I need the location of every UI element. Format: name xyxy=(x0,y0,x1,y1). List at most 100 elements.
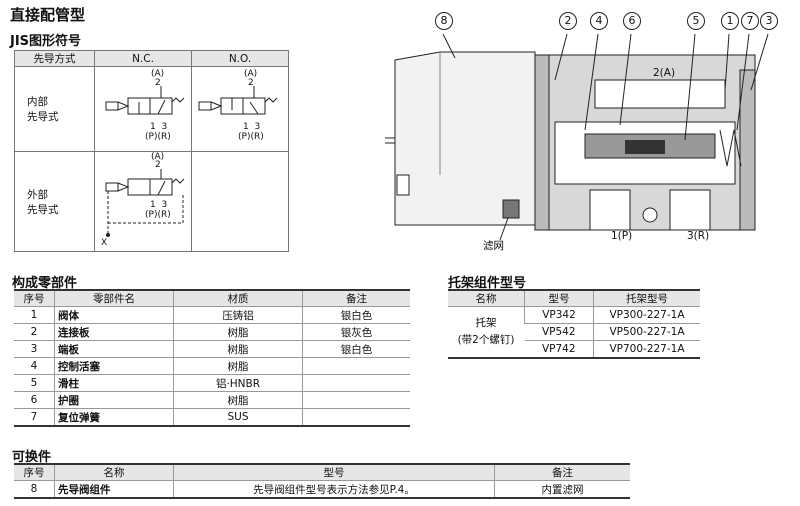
jis-header-no: N.O. xyxy=(191,50,289,67)
no-valve-symbol xyxy=(198,85,278,114)
ext-port-13: 1 3 xyxy=(150,200,168,210)
jis-row-internal: 内部 先导式 xyxy=(14,66,95,152)
bracket-header-bracket: 托架型号 xyxy=(593,290,700,307)
bracket-header-name: 名称 xyxy=(448,290,525,307)
bracket-part: VP500-227-1A xyxy=(593,323,700,341)
nc-port-2: 2 xyxy=(155,78,161,88)
part-material: 铝·HNBR xyxy=(173,374,303,392)
parts-title: 构成零部件 xyxy=(12,276,78,291)
part-no: 7 xyxy=(30,411,38,423)
callout-1: 1 xyxy=(721,12,739,30)
bracket-name-cell: 托架 (带2个螺钉) xyxy=(448,307,525,359)
replace-table: 序号 名称 型号 备注 8 先导阀组件 先导阀组件型号表示方法参见P.4。 内置… xyxy=(14,463,630,499)
part-note: 银白色 xyxy=(302,306,410,324)
no-port-2: 2 xyxy=(248,78,254,88)
callout-5: 5 xyxy=(687,12,705,30)
bracket-part: VP300-227-1A xyxy=(593,306,700,324)
callout-4: 4 xyxy=(590,12,608,30)
no-port-13: 1 3 xyxy=(243,122,261,132)
replace-header-name: 名称 xyxy=(54,464,174,481)
port-r-label: 3(R) xyxy=(687,230,710,242)
nc-port-13: 1 3 xyxy=(150,122,168,132)
bracket-name-line2: (带2个螺钉) xyxy=(457,334,515,346)
callout-6: 6 xyxy=(623,12,641,30)
callout-3: 3 xyxy=(760,12,778,30)
bracket-model: VP542 xyxy=(541,326,576,338)
parts-row: 3 端板树脂银白色 xyxy=(14,340,410,358)
parts-header-material: 材质 xyxy=(173,290,303,307)
nc-symbol: (A) 2 1 3 (P)(R) xyxy=(94,66,192,152)
part-note xyxy=(302,374,410,392)
parts-row: 6 护圈树脂 xyxy=(14,391,410,409)
part-material: 树脂 xyxy=(173,340,303,358)
parts-row: 5 滑柱铝·HNBR xyxy=(14,374,410,392)
bracket-model: VP342 xyxy=(524,306,594,324)
jis-header-pilot: 先导方式 xyxy=(14,50,95,67)
part-no: 2 xyxy=(30,326,38,338)
callout-2: 2 xyxy=(559,12,577,30)
part-no: 4 xyxy=(30,360,38,372)
bracket-table: 名称 型号 托架型号 托架 (带2个螺钉) VP342 VP300-227-1A… xyxy=(448,289,700,359)
ext-port-2: 2 xyxy=(155,160,161,170)
parts-header-note: 备注 xyxy=(302,290,410,307)
part-note: 银白色 xyxy=(302,340,410,358)
part-no: 3 xyxy=(30,343,38,355)
part-no: 6 xyxy=(30,394,38,406)
replace-no: 8 xyxy=(30,483,38,495)
ext-empty-cell xyxy=(191,151,289,252)
replace-model: 先导阀组件型号表示方法参见P.4。 xyxy=(173,480,495,498)
filter-label: 滤网 xyxy=(483,240,504,252)
nc-valve-symbol xyxy=(105,85,185,114)
jis-row-external: 外部 先导式 xyxy=(14,151,95,252)
nc-port-pr: (P)(R) xyxy=(145,132,171,142)
part-note xyxy=(302,408,410,426)
part-material: 树脂 xyxy=(173,357,303,375)
part-name: 阀体 xyxy=(54,306,174,324)
part-name: 连接板 xyxy=(54,323,174,341)
replace-note: 内置滤网 xyxy=(494,480,630,498)
nc-port-a: (A) xyxy=(151,69,165,79)
ext-port-pr: (P)(R) xyxy=(145,210,171,220)
replace-header-note: 备注 xyxy=(494,464,630,481)
part-name: 滑柱 xyxy=(54,374,174,392)
part-note xyxy=(302,391,410,409)
part-no: 1 xyxy=(30,309,38,321)
parts-row: 1 阀体压铸铝银白色 xyxy=(14,306,410,324)
bracket-name-line1: 托架 xyxy=(475,317,497,329)
part-name: 端板 xyxy=(54,340,174,358)
valve-cross-section: 8 2 4 6 5 1 7 3 2(A) 1(P) 3(R) 滤网 xyxy=(355,10,795,252)
parts-header-no: 序号 xyxy=(14,290,55,307)
part-material: 压铸铝 xyxy=(173,306,303,324)
jis-symbol-table: 先导方式 N.C. N.O. 内部 先导式 (A) 2 1 3 (P)(R) xyxy=(14,50,289,252)
jis-title: JIS图形符号 xyxy=(10,34,82,49)
part-note xyxy=(302,357,410,375)
no-symbol: (A) 2 1 3 (P)(R) xyxy=(191,66,289,152)
replace-title: 可换件 xyxy=(12,450,52,465)
bracket-header-model: 型号 xyxy=(524,290,594,307)
part-name: 护圈 xyxy=(54,391,174,409)
ext-symbol: (A) 2 1 3 (P)(R) X xyxy=(94,151,192,252)
bracket-part: VP700-227-1A xyxy=(593,340,700,358)
ext-port-x: X xyxy=(101,238,108,248)
bracket-title: 托架组件型号 xyxy=(448,276,527,291)
ext-port-a: (A) xyxy=(151,152,165,162)
part-material: 树脂 xyxy=(173,391,303,409)
replace-header-model: 型号 xyxy=(173,464,495,481)
no-port-a: (A) xyxy=(244,69,258,79)
callout-8: 8 xyxy=(435,12,453,30)
part-material: SUS xyxy=(173,408,303,426)
no-port-pr: (P)(R) xyxy=(238,132,264,142)
callout-7: 7 xyxy=(741,12,759,30)
page-title: 直接配管型 xyxy=(10,6,86,24)
replace-header-no: 序号 xyxy=(14,464,55,481)
part-no: 5 xyxy=(30,377,38,389)
part-material: 树脂 xyxy=(173,323,303,341)
port-a-label: 2(A) xyxy=(653,67,676,79)
ext-valve-symbol xyxy=(105,168,185,237)
jis-header-nc: N.C. xyxy=(94,50,192,67)
